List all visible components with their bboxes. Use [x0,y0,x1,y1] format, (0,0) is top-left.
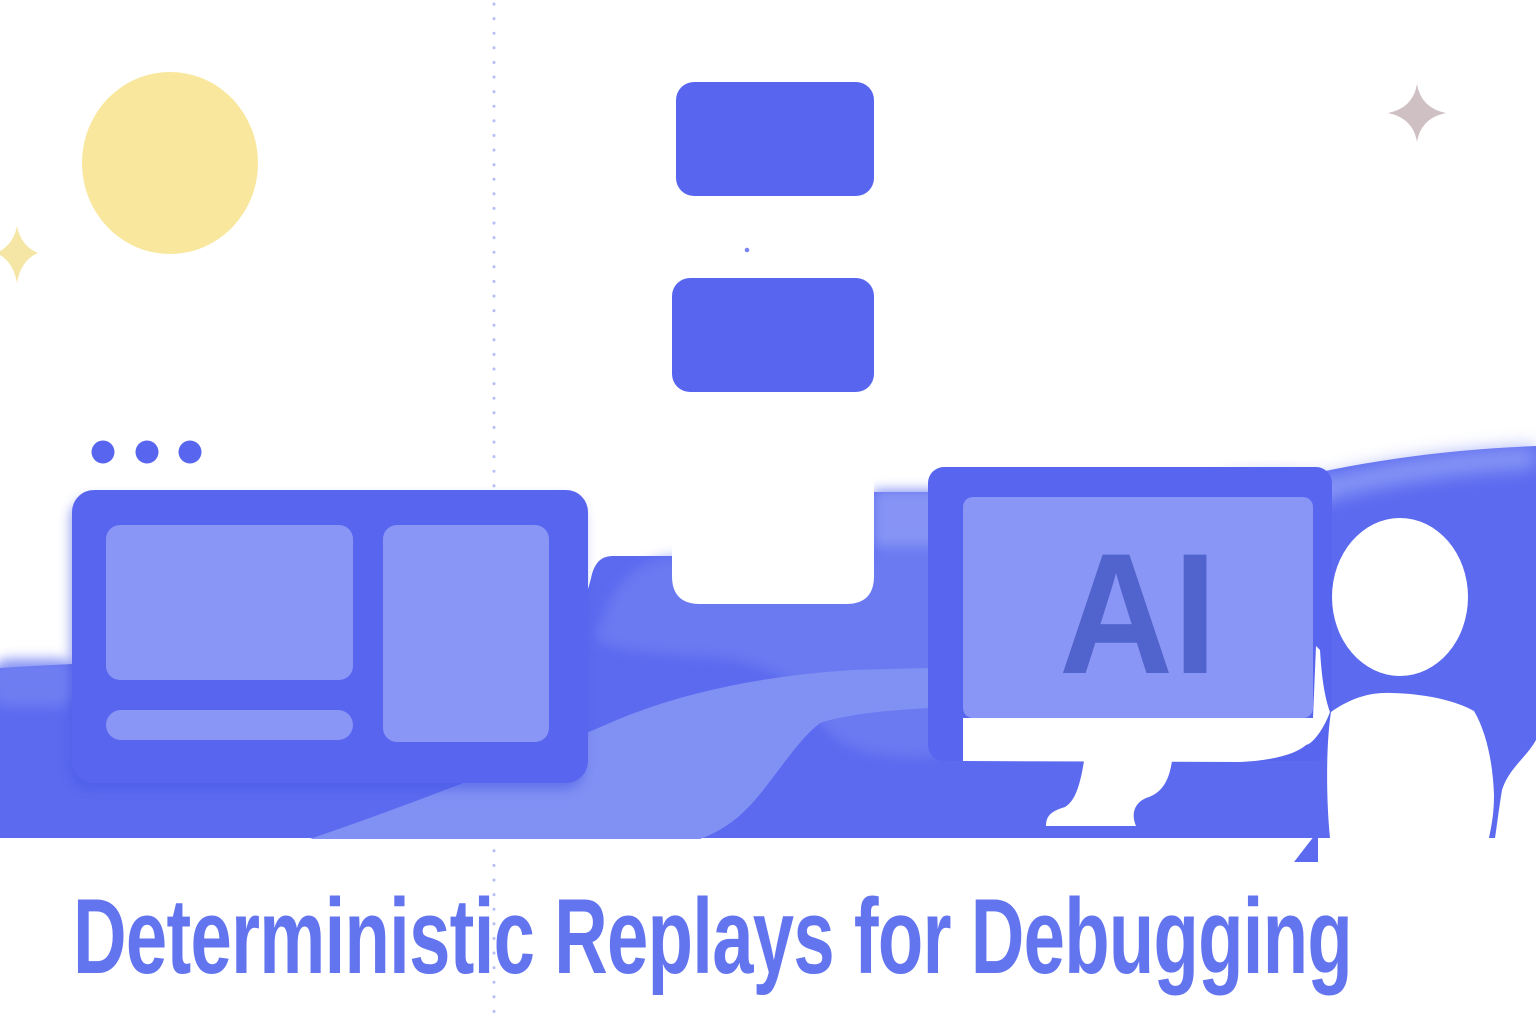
browser-content-bar [106,710,353,740]
window-dots-icon [91,440,202,464]
cutout-under-screen [963,646,1330,762]
cutout-monitor-stand [1046,761,1172,826]
monitor-ai-label: AI [1059,518,1217,710]
sun-icon [82,72,258,254]
window-dot-2 [135,440,159,464]
caption-title: Deterministic Replays for Debugging [73,876,1352,996]
flow-block-1 [676,82,874,196]
flow-block-2 [672,278,874,392]
ground-slot-notch [672,400,874,604]
person-foot [1294,831,1318,862]
person-head [1332,518,1468,676]
window-dot-1 [91,440,115,464]
sparkle-right-icon [1388,84,1446,142]
browser-content-panel-left [106,525,353,680]
monitor-screen [963,497,1313,718]
cutout-under-torso [1327,692,1494,838]
browser-content-panel-right [383,525,549,742]
sparkle-left-icon [0,226,38,283]
browser-window [72,490,588,783]
flow-connector-dot [744,247,750,253]
hill-left-highlight [0,659,78,707]
window-dot-3 [178,440,202,464]
winding-road [310,666,1005,839]
ai-monitor [928,467,1332,761]
